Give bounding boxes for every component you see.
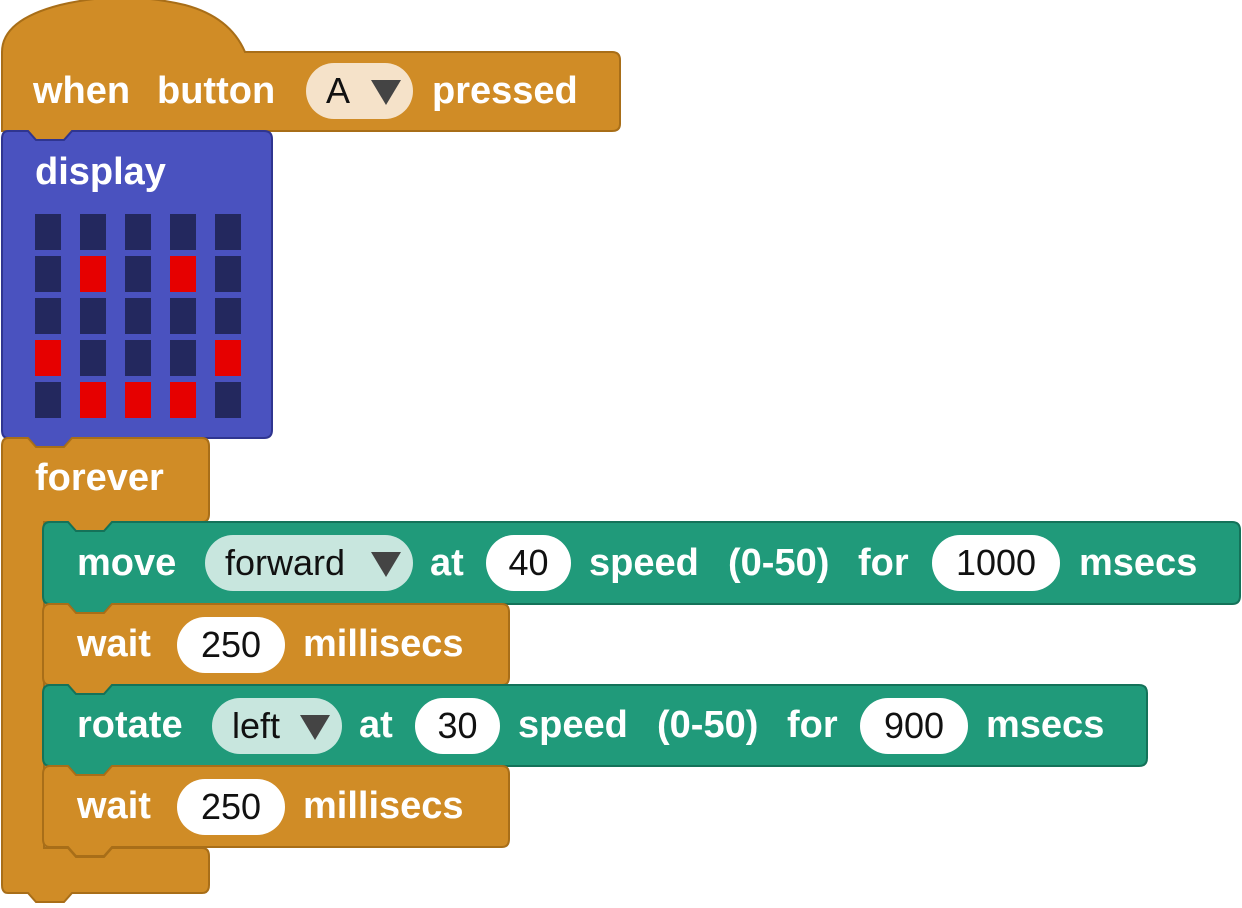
rotate-direction-value: left [232, 705, 281, 746]
rotate-speed-input[interactable]: 30 [415, 698, 500, 754]
dropdown-arrow-icon [300, 715, 330, 740]
led-cell[interactable] [125, 382, 151, 418]
move-label: move [77, 542, 177, 584]
led-cell[interactable] [125, 298, 151, 334]
led-cell[interactable] [80, 256, 106, 292]
led-cell[interactable] [215, 340, 241, 376]
led-cell[interactable] [215, 382, 241, 418]
led-cell[interactable] [215, 214, 241, 250]
wait-1-input[interactable]: 250 [177, 617, 285, 673]
move-duration-input[interactable]: 1000 [932, 535, 1060, 591]
led-cell[interactable] [80, 214, 106, 250]
move-at-label: at [430, 542, 464, 584]
led-cell[interactable] [170, 382, 196, 418]
button-label: button [157, 70, 276, 112]
rotate-speed-label: speed [518, 704, 628, 746]
led-cell[interactable] [80, 298, 106, 334]
move-direction-dropdown[interactable]: forward [205, 535, 413, 591]
wait-1-label: wait [77, 623, 151, 665]
rotate-for-label: for [787, 704, 838, 746]
led-cell[interactable] [170, 298, 196, 334]
led-cell[interactable] [170, 340, 196, 376]
led-cell[interactable] [215, 298, 241, 334]
led-cell[interactable] [215, 256, 241, 292]
event-block-shape[interactable] [0, 0, 621, 141]
dropdown-arrow-icon [371, 80, 401, 105]
led-cell[interactable] [35, 298, 61, 334]
wait-2-input[interactable]: 250 [177, 779, 285, 835]
rotate-direction-dropdown[interactable]: left [212, 698, 342, 754]
led-cell[interactable] [35, 340, 61, 376]
led-cell[interactable] [80, 382, 106, 418]
move-msecs-label: msecs [1079, 542, 1198, 584]
display-label: display [35, 151, 166, 193]
move-speed-input[interactable]: 40 [486, 535, 571, 591]
move-for-label: for [858, 542, 909, 584]
button-dropdown-value: A [326, 70, 351, 111]
rotate-msecs-label: msecs [986, 704, 1105, 746]
led-cell[interactable] [35, 256, 61, 292]
move-speed-range-label: (0-50) [728, 542, 830, 584]
rotate-speed-range-label: (0-50) [657, 704, 759, 746]
when-label: when [33, 70, 131, 112]
led-cell[interactable] [170, 256, 196, 292]
led-cell[interactable] [80, 340, 106, 376]
wait-2-label: wait [77, 785, 151, 827]
led-cell[interactable] [125, 214, 151, 250]
led-cell[interactable] [35, 214, 61, 250]
dropdown-arrow-icon [371, 552, 401, 577]
led-cell[interactable] [35, 382, 61, 418]
pressed-label: pressed [432, 70, 578, 112]
move-direction-value: forward [225, 542, 346, 583]
wait-1-unit-label: millisecs [303, 623, 464, 665]
move-speed-label: speed [589, 542, 699, 584]
led-cell[interactable] [170, 214, 196, 250]
wait-2-unit-label: millisecs [303, 785, 464, 827]
rotate-label: rotate [77, 704, 183, 746]
button-dropdown[interactable]: A [306, 63, 413, 119]
forever-label: forever [35, 457, 164, 499]
rotate-duration-input[interactable]: 900 [860, 698, 968, 754]
led-cell[interactable] [125, 256, 151, 292]
rotate-at-label: at [359, 704, 393, 746]
led-cell[interactable] [125, 340, 151, 376]
